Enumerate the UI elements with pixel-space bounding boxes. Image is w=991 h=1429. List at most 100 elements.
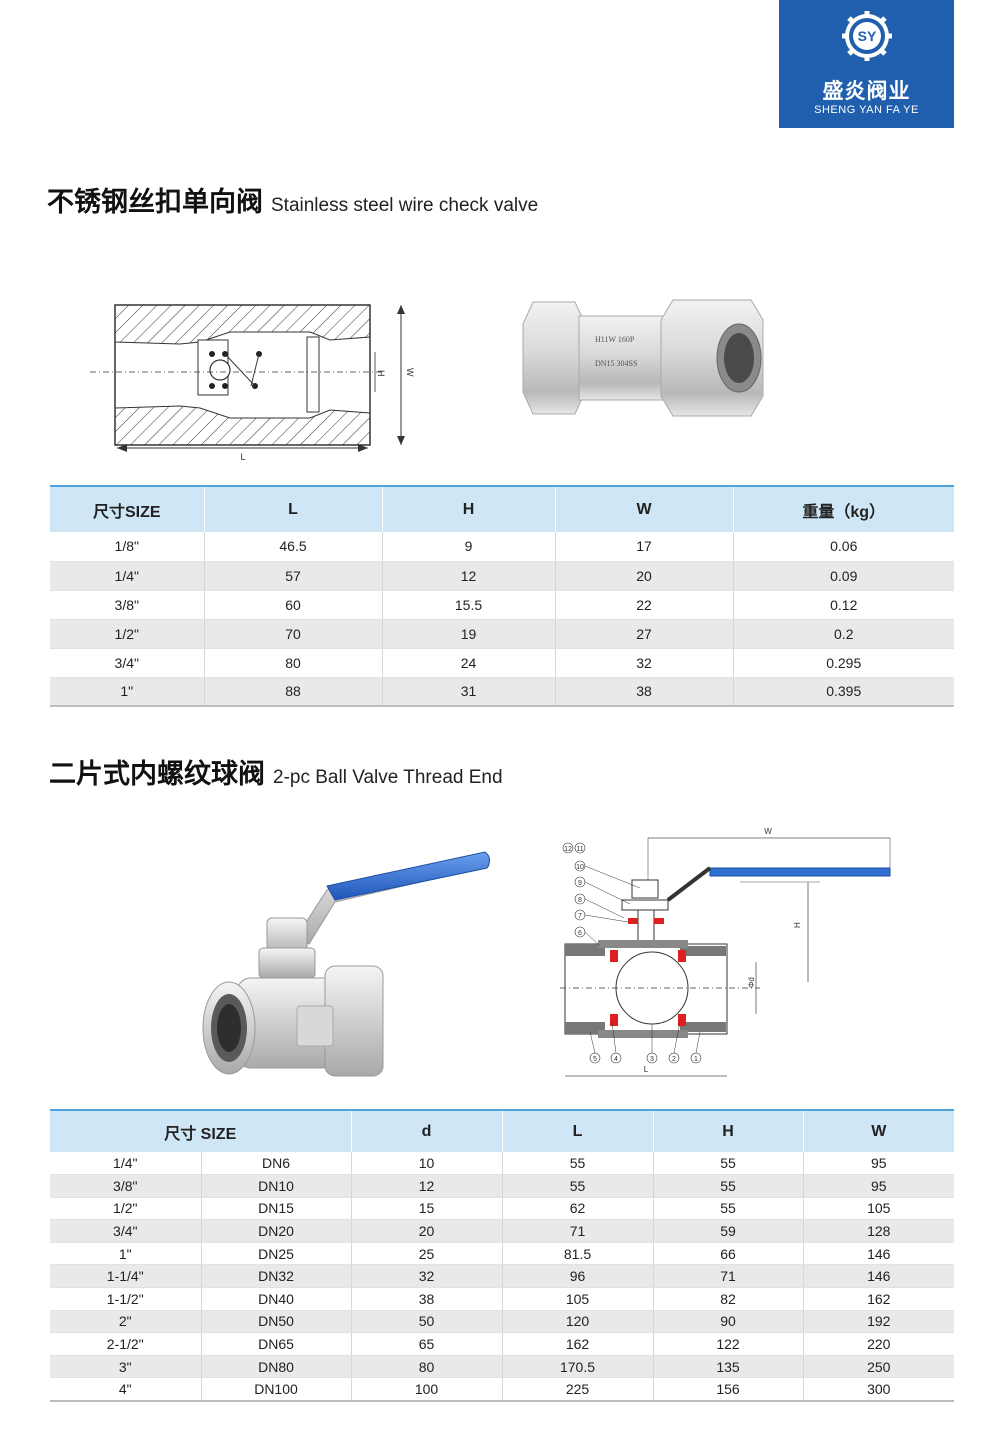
- table-cell: 55: [652, 1174, 803, 1198]
- table-cell: 32: [350, 1264, 502, 1289]
- table-cell: 46.5: [203, 532, 382, 562]
- table-cell: 12: [350, 1174, 502, 1198]
- svg-text:10: 10: [576, 864, 584, 871]
- table-cell: 162: [802, 1287, 954, 1311]
- svg-text:11: 11: [576, 846, 583, 853]
- table-cell: 9: [381, 532, 555, 562]
- photo-marking-2: DN15 304SS: [595, 359, 637, 368]
- company-name-cn: 盛炎阀业: [822, 79, 911, 103]
- table-cell: 1": [50, 677, 204, 707]
- table-cell: 55: [652, 1152, 803, 1176]
- table-cell: 0.2: [732, 619, 954, 649]
- dim-label-w: W: [405, 368, 415, 377]
- table-cell: 50: [350, 1310, 502, 1334]
- part-callout-2: 2: [668, 1052, 680, 1064]
- table-cell: 220: [802, 1332, 954, 1356]
- table-cell: 71: [652, 1264, 803, 1289]
- table-cell: DN20: [200, 1219, 351, 1243]
- table-cell: DN25: [200, 1242, 351, 1266]
- table-cell: 71: [501, 1219, 653, 1243]
- part-callout-6: 6: [574, 926, 586, 938]
- table-cell: 3/4": [50, 648, 204, 678]
- part-callout-8: 8: [574, 893, 586, 905]
- col-header-l: L: [501, 1109, 653, 1152]
- table-cell: 82: [652, 1287, 803, 1311]
- table-cell: 60: [203, 590, 382, 620]
- ball-valve-photo: [202, 851, 491, 1077]
- table-cell: 3/4": [50, 1219, 201, 1243]
- section1-title-en: Stainless steel wire check valve: [271, 195, 539, 216]
- table-cell: 1/4": [50, 1152, 201, 1176]
- dim-label-h: H: [376, 370, 386, 377]
- table-cell: 1/4": [50, 561, 204, 591]
- part-callout-12: 12: [562, 842, 574, 854]
- table-cell: 300: [802, 1377, 954, 1402]
- table-cell: 88: [203, 677, 382, 707]
- table-cell: 12: [381, 561, 555, 591]
- dim-label-w2: W: [764, 827, 772, 836]
- table-cell: 20: [554, 561, 733, 591]
- ball-valve-section-drawing: W H Φd L 12 11 10 9 8 7 6 5 4 3 2 1: [560, 827, 891, 1077]
- dim-label-l2: L: [644, 1065, 649, 1074]
- table-cell: 96: [501, 1264, 653, 1289]
- col-header-weight: 重量（kg）: [732, 485, 954, 532]
- part-callout-3: 3: [646, 1052, 658, 1064]
- table-cell: 80: [203, 648, 382, 678]
- part-callout-9: 9: [574, 876, 586, 888]
- table-cell: 122: [652, 1332, 803, 1356]
- table-header-row: 尺寸SIZE L H W 重量（kg）: [50, 485, 954, 532]
- table-cell: 3": [50, 1355, 201, 1379]
- svg-text:2: 2: [672, 1056, 676, 1063]
- part-callout-10: 10: [574, 860, 586, 872]
- company-name-en: SHENG YAN FA YE: [814, 104, 919, 116]
- table-cell: 15: [350, 1197, 502, 1221]
- table-cell: 19: [381, 619, 555, 649]
- table-cell: 105: [501, 1287, 653, 1311]
- table-cell: 27: [554, 619, 733, 649]
- table-cell: 120: [501, 1310, 653, 1334]
- table-cell: 31: [381, 677, 555, 707]
- col-header-w: W: [554, 485, 733, 532]
- table-cell: 95: [802, 1152, 954, 1176]
- dim-label-h2: H: [793, 922, 802, 928]
- table-cell: 0.06: [732, 532, 954, 562]
- part-callout-5: 5: [589, 1052, 601, 1064]
- table-cell: 66: [652, 1242, 803, 1266]
- svg-text:9: 9: [578, 880, 582, 887]
- photo-marking-1: H11W 160P: [595, 335, 635, 344]
- table-cell: DN50: [200, 1310, 351, 1334]
- table-cell: 62: [501, 1197, 653, 1221]
- table-cell: 135: [652, 1355, 803, 1379]
- section2-title-en: 2-pc Ball Valve Thread End: [273, 767, 503, 788]
- table-cell: 70: [203, 619, 382, 649]
- svg-text:3: 3: [650, 1056, 654, 1063]
- table-cell: DN32: [200, 1264, 351, 1289]
- table-cell: 0.12: [732, 590, 954, 620]
- table-cell: 24: [381, 648, 555, 678]
- table-cell: 1/2": [50, 619, 204, 649]
- table-cell: 3/8": [50, 590, 204, 620]
- section1-title-cn: 不锈钢丝扣单向阀: [47, 187, 263, 218]
- col-header-size: 尺寸SIZE: [50, 485, 204, 532]
- table-cell: DN40: [200, 1287, 351, 1311]
- table-cell: 146: [802, 1264, 954, 1289]
- table-cell: 38: [554, 677, 733, 707]
- part-callout-1: 1: [690, 1052, 702, 1064]
- table-cell: 0.09: [732, 561, 954, 591]
- col-header-h: H: [381, 485, 555, 532]
- section2-title-cn: 二片式内螺纹球阀: [49, 759, 265, 790]
- svg-text:12: 12: [564, 846, 572, 853]
- table-cell: 95: [802, 1174, 954, 1198]
- part-callout-4: 4: [610, 1052, 622, 1064]
- table-cell: 90: [652, 1310, 803, 1334]
